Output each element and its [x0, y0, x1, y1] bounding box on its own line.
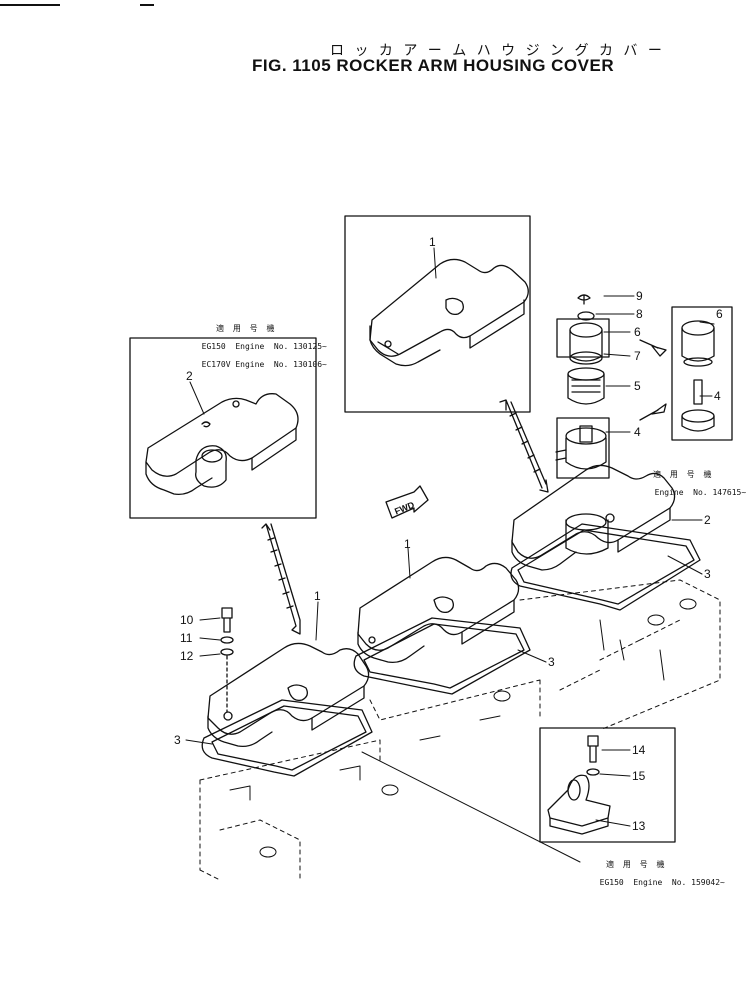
engine-block-outline	[199, 579, 721, 881]
note-line: Engine No. 147615~	[654, 488, 746, 497]
callout-12: 12	[180, 649, 194, 663]
fwd-arrow	[385, 485, 429, 519]
callout-6: 6	[634, 325, 641, 339]
note-line: EG150 Engine No. 130125~	[201, 342, 327, 351]
gasket-front	[201, 699, 373, 777]
bracket-box-6	[556, 318, 610, 358]
gasket-middle-inner	[363, 623, 525, 689]
note-heading: 適 用 号 機	[216, 324, 277, 333]
callout-14: 14	[632, 743, 646, 757]
top-border-mark	[140, 4, 154, 6]
figure-title: FIG. 1105 ROCKER ARM HOUSING COVER	[252, 56, 615, 75]
applicability-note-right: 適 用 号 機 Engine No. 147615~	[645, 452, 746, 497]
detail-box-bottom	[539, 727, 676, 843]
note-line: EC170V Engine No. 130106~	[201, 360, 327, 369]
note-heading: 適 用 号 機	[606, 860, 667, 869]
cover-top-detail	[369, 258, 529, 367]
detail-bottom-parts	[547, 735, 611, 835]
callout-1: 1	[429, 235, 436, 249]
callout-13: 13	[632, 819, 646, 833]
applicability-note-left: 適 用 号 機 EG150 Engine No. 130125~ EC170V …	[192, 306, 327, 369]
hatched-arrow-top	[499, 399, 549, 493]
callout-3: 3	[548, 655, 555, 669]
callout-7: 7	[634, 349, 641, 363]
callout-2: 2	[704, 513, 711, 527]
gasket-right	[510, 523, 701, 611]
callout-2: 2	[186, 369, 193, 383]
callout-1: 1	[404, 537, 411, 551]
arrow-to-detail-4	[639, 403, 667, 421]
callout-6: 6	[716, 307, 723, 321]
fwd-label: FWD	[393, 499, 416, 516]
hatched-arrow-left	[261, 523, 301, 635]
detail-box-right	[671, 306, 733, 441]
callout-1: 1	[314, 589, 321, 603]
detail-box-top	[344, 215, 531, 413]
arrow-to-detail-6	[639, 339, 667, 357]
engine-block-details	[229, 598, 697, 858]
note-line: EG150 Engine No. 159042~	[599, 878, 725, 887]
callout-5: 5	[634, 379, 641, 393]
note-heading: 適 用 号 機	[653, 470, 714, 479]
bolt-stack-left	[220, 607, 234, 713]
detail-leader-line	[361, 751, 581, 863]
callout-4: 4	[634, 425, 641, 439]
top-border-mark	[0, 4, 60, 6]
gasket-right-inner	[517, 529, 695, 605]
callout-numbers: 1 1 1 2 2 3 3 3 4 4 5 6 6 7 8 9 10 11 12…	[174, 235, 723, 833]
callout-8: 8	[636, 307, 643, 321]
bracket-box-4	[556, 417, 610, 479]
callout-leaders	[185, 247, 715, 827]
callout-3: 3	[704, 567, 711, 581]
callout-15: 15	[632, 769, 646, 783]
callout-4: 4	[714, 389, 721, 403]
cover-front-engine	[207, 642, 370, 748]
breather-assembly	[555, 294, 607, 470]
gasket-middle	[353, 617, 531, 695]
applicability-note-bottom: 適 用 号 機 EG150 Engine No. 159042~	[590, 842, 725, 887]
cover-left-detail	[145, 393, 299, 496]
detail-right-parts	[681, 320, 715, 432]
detail-box-left	[129, 337, 317, 519]
cover-middle-engine	[357, 556, 520, 664]
callout-11: 11	[180, 631, 193, 645]
cover-right-engine	[511, 464, 676, 571]
callout-9: 9	[636, 289, 643, 303]
figure-title-japanese: ロ ッ カ ア ー ム ハ ウ ジ ン グ カ バ ー	[330, 43, 665, 59]
callout-3: 3	[174, 733, 181, 747]
callout-10: 10	[180, 613, 194, 627]
